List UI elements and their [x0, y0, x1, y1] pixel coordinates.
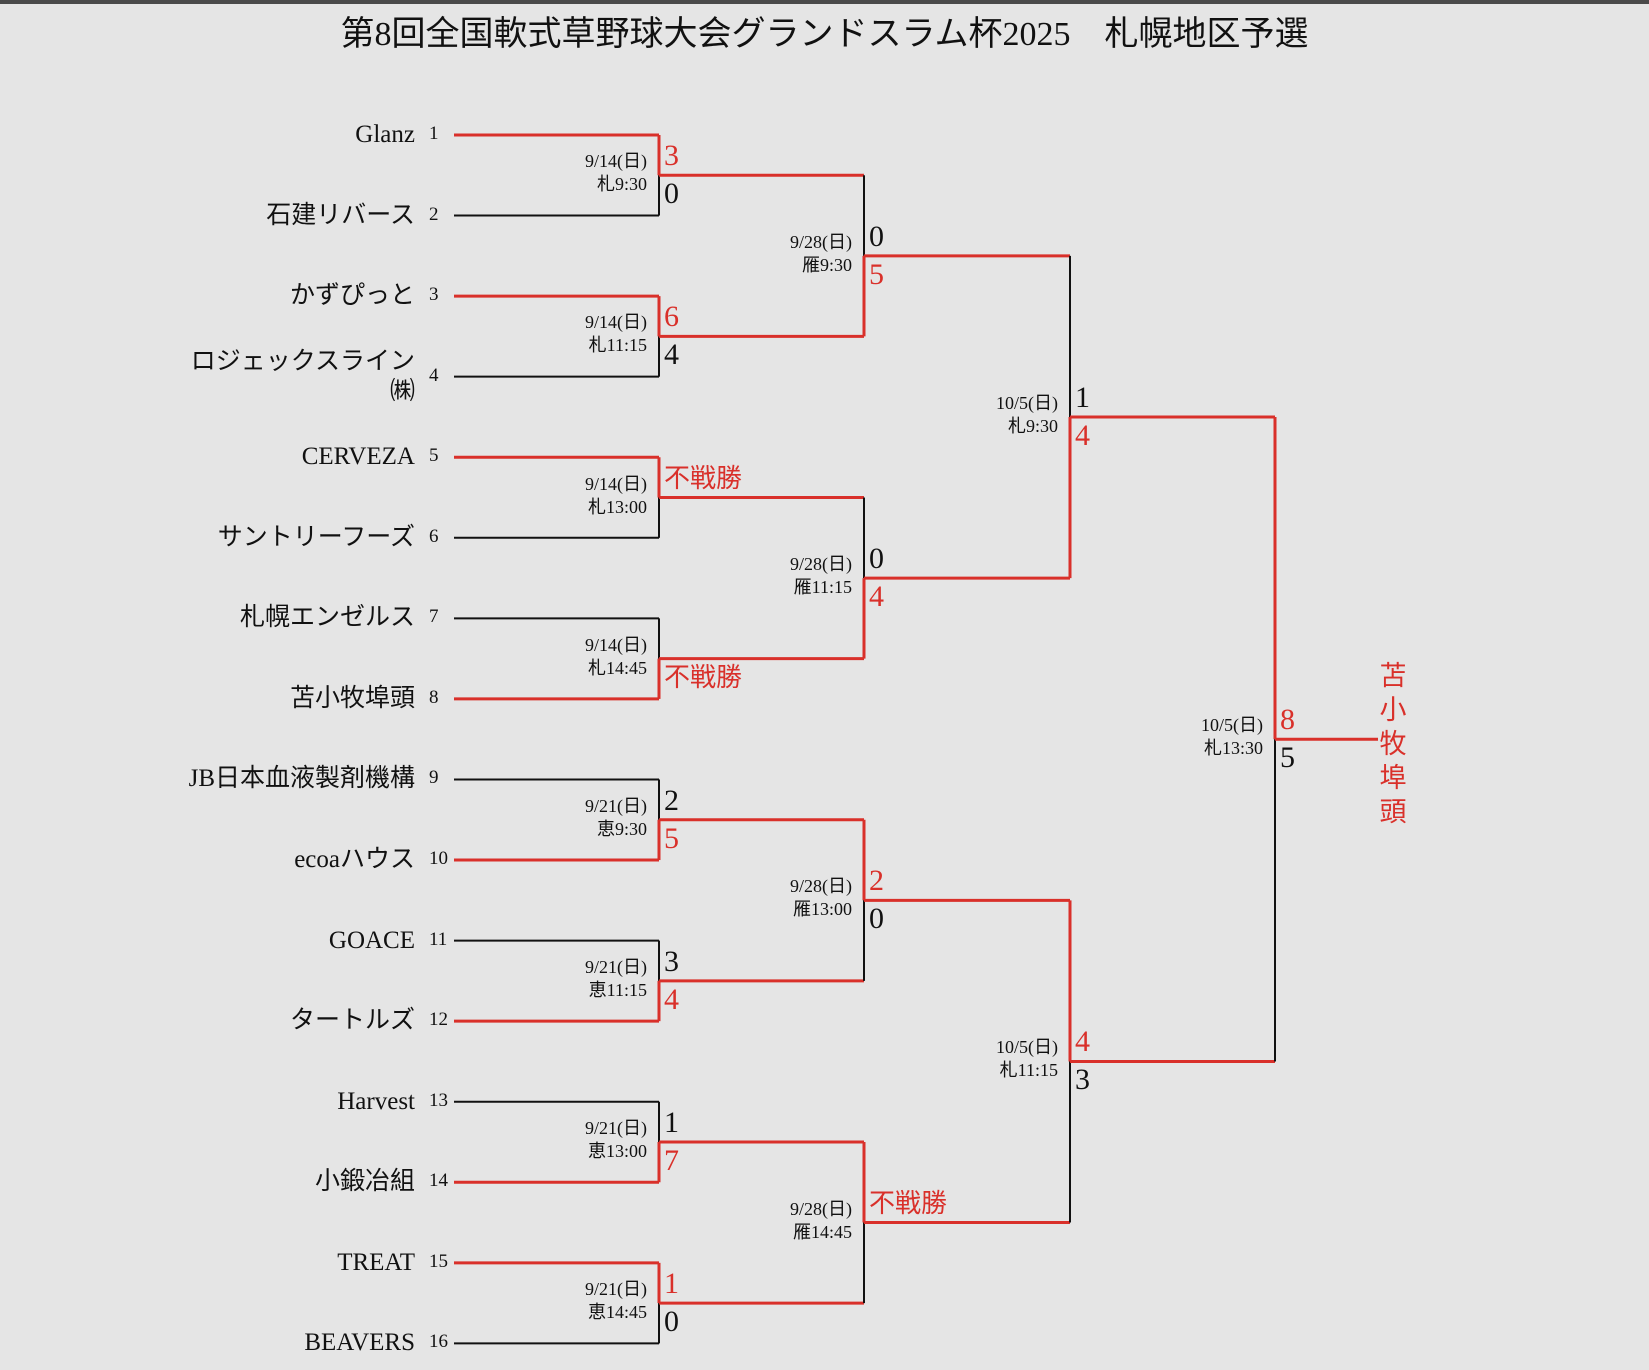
score-bottom: 5 [869, 257, 884, 291]
match-time: 恵13:00 [587, 1141, 647, 1161]
score-bottom: 5 [1280, 741, 1295, 775]
match-time: 恵14:45 [587, 1302, 647, 1323]
match-date: 9/28(日) [790, 1198, 852, 1219]
score-top: 3 [664, 944, 679, 978]
team-name: 札幌エンゼルス [239, 604, 415, 632]
match-time: 札13:30 [1203, 738, 1263, 759]
score-bottom: 4 [1075, 418, 1090, 452]
team-seed: 14 [429, 1170, 448, 1192]
score-top: 6 [664, 300, 679, 334]
team-seed: 2 [429, 203, 439, 225]
team-name: JB日本血液製剤機構 [188, 765, 415, 793]
score-bottom: 5 [664, 821, 679, 855]
team-name: CERVEZA [301, 443, 415, 471]
team-seed: 12 [429, 1009, 448, 1031]
match-date: 9/21(日) [585, 1118, 647, 1138]
match-date: 9/28(日) [790, 554, 852, 575]
score-top: 2 [664, 783, 679, 817]
score-bottom: 4 [664, 338, 679, 372]
match-time: 雁14:45 [792, 1221, 852, 1242]
score-top: 4 [1075, 1025, 1090, 1059]
match-time: 雁9:30 [801, 254, 852, 275]
team-seed: 7 [429, 606, 439, 628]
team-seed: 13 [429, 1089, 448, 1111]
team-name: 小鍛冶組 [314, 1168, 415, 1196]
score-bottom: 3 [1075, 1063, 1090, 1097]
match-time: 札11:15 [999, 1060, 1058, 1081]
match-date: 10/5(日) [996, 1037, 1058, 1058]
score-top: 不戦勝 [869, 1188, 948, 1218]
team-name: GOACE [328, 926, 415, 954]
score-bottom: 4 [869, 580, 884, 614]
match-date: 9/28(日) [790, 231, 852, 252]
score-top: 1 [664, 1267, 679, 1301]
score-top: 0 [869, 219, 884, 253]
team-seed: 16 [429, 1331, 448, 1353]
match-date: 10/5(日) [1201, 715, 1263, 736]
match-date: 9/14(日) [585, 151, 647, 172]
score-bottom: 0 [869, 902, 884, 936]
match-time: 札9:30 [1007, 415, 1058, 436]
match-date: 9/21(日) [585, 956, 647, 977]
team-seed: 11 [429, 928, 448, 950]
match-date: 9/14(日) [585, 312, 647, 333]
team-name: Glanz [355, 121, 415, 148]
match-time: 雁11:15 [793, 577, 852, 598]
team-seed: 4 [429, 364, 439, 386]
score-bottom: 0 [664, 177, 679, 211]
team-seed: 15 [429, 1250, 448, 1272]
team-name: ロジェックスライン㈱ [190, 347, 415, 405]
score-top: 1 [664, 1106, 679, 1139]
team-name: かずぴっと [289, 282, 415, 310]
match-date: 9/21(日) [585, 795, 647, 816]
score-top: 3 [664, 139, 679, 173]
match-date: 9/14(日) [585, 473, 647, 494]
score-top: 不戦勝 [664, 463, 743, 493]
team-seed: 9 [429, 767, 439, 789]
team-seed: 8 [429, 686, 439, 708]
page-title: 第8回全国軟式草野球大会グランドスラム杯2025 札幌地区予選 [340, 16, 1309, 53]
window-top-bar [0, 0, 1649, 4]
match-date: 9/14(日) [585, 634, 647, 655]
champion-name: 苫小牧埠頭 [1379, 661, 1407, 828]
match-time: 札13:00 [587, 496, 647, 517]
score-bottom: 7 [664, 1144, 679, 1177]
team-name: ecoaハウス [294, 846, 415, 874]
team-name: 苫小牧埠頭 [289, 684, 415, 712]
team-name: BEAVERS [304, 1329, 415, 1357]
score-bottom: 0 [664, 1305, 679, 1339]
score-bottom: 4 [664, 982, 679, 1016]
score-top: 1 [1075, 380, 1090, 414]
team-seed: 10 [429, 848, 448, 870]
match-time: 札14:45 [587, 657, 647, 678]
match-time: 札11:15 [588, 335, 647, 356]
score-top: 2 [869, 864, 884, 898]
score-top: 8 [1280, 703, 1295, 737]
team-name: TREAT [337, 1248, 415, 1276]
team-seed: 6 [429, 525, 439, 547]
score-top: 0 [869, 542, 884, 576]
match-date: 10/5(日) [996, 392, 1058, 413]
team-name: タートルズ [289, 1007, 415, 1035]
match-time: 札9:30 [596, 174, 647, 195]
team-seed: 1 [429, 123, 439, 144]
team-name: サントリーフーズ [217, 523, 415, 551]
score-bottom: 不戦勝 [664, 662, 743, 692]
team-name: Harvest [337, 1087, 415, 1115]
match-date: 9/21(日) [585, 1279, 647, 1300]
match-date: 9/28(日) [790, 876, 852, 897]
match-time: 恵11:15 [588, 979, 647, 1000]
team-seed: 3 [429, 284, 439, 306]
team-seed: 5 [429, 445, 439, 467]
match-time: 雁13:00 [792, 899, 852, 920]
team-name: 石建リバース [266, 201, 415, 229]
match-time: 恵9:30 [596, 818, 647, 839]
